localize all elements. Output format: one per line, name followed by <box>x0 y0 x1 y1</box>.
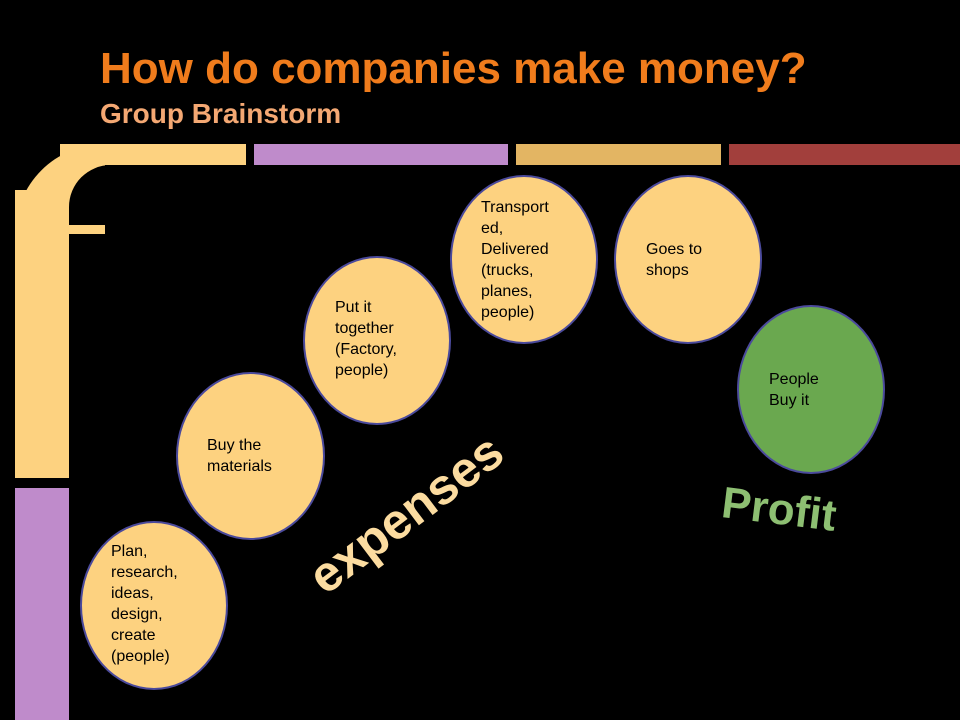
step-label-transport: Transport ed, Delivered (trucks, planes,… <box>481 199 549 321</box>
frame-top-bar-red <box>729 144 960 165</box>
slide-title: How do companies make money? <box>100 44 807 93</box>
step-node-transport <box>450 175 598 344</box>
step-label-plan: Plan, research, ideas, design, create (p… <box>111 543 178 665</box>
step-node-shops <box>614 175 762 344</box>
frame-top-bar-purple <box>254 144 508 165</box>
step-node-materials <box>176 372 325 540</box>
step-label-materials: Buy the materials <box>207 437 272 475</box>
frame-left-bar-yellow <box>15 190 69 478</box>
step-label-buy: People Buy it <box>769 371 819 409</box>
frame-top-bar-yellow <box>60 144 246 165</box>
step-label-assemble: Put it together (Factory, people) <box>335 299 397 379</box>
step-label-shops: Goes to shops <box>646 241 703 279</box>
step-node-plan <box>80 521 228 690</box>
step-node-assemble <box>303 256 451 425</box>
profit-label: Profit <box>719 478 840 541</box>
expenses-label: expenses <box>298 422 514 605</box>
slide-subtitle: Group Brainstorm <box>100 98 342 129</box>
frame-left-bar-purple <box>15 488 69 720</box>
step-node-buy <box>737 305 885 474</box>
frame-top-bar-gold <box>516 144 721 165</box>
